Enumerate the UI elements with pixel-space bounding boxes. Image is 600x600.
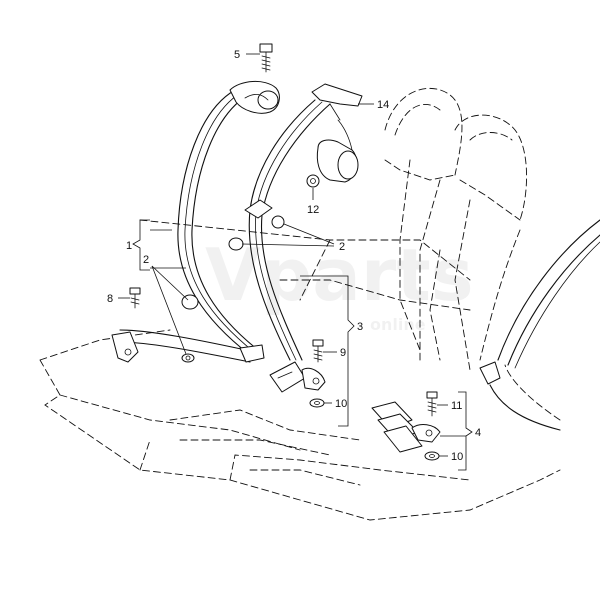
bolt-9 bbox=[312, 339, 324, 363]
buckle-assembly bbox=[371, 401, 441, 453]
callout-11: 11 bbox=[451, 400, 462, 412]
front-belt-webbing bbox=[111, 81, 280, 363]
rear-belt-webbing bbox=[244, 83, 363, 393]
callout-10-upper: 10 bbox=[335, 398, 347, 410]
callout-3: 3 bbox=[357, 321, 363, 333]
callout-labels: 5 14 12 1 2 2 8 3 9 10 11 4 10 bbox=[107, 49, 481, 463]
washer-10-lower bbox=[424, 451, 440, 461]
right-belt-assembly bbox=[479, 219, 600, 431]
washer-10-upper bbox=[309, 398, 325, 408]
callout-12: 12 bbox=[307, 204, 319, 216]
callout-4: 4 bbox=[475, 427, 481, 439]
nut-12 bbox=[306, 174, 320, 188]
bolt-5 bbox=[259, 43, 273, 73]
bolt-11 bbox=[426, 391, 438, 417]
callout-8: 8 bbox=[107, 293, 113, 305]
callout-9: 9 bbox=[340, 347, 346, 359]
callout-14: 14 bbox=[377, 99, 389, 111]
callout-5: 5 bbox=[234, 49, 240, 61]
callout-1: 1 bbox=[126, 240, 132, 252]
callout-10-lower: 10 bbox=[451, 451, 463, 463]
svg-text:online: online bbox=[370, 315, 426, 334]
callout-2-right: 2 bbox=[339, 241, 345, 253]
seat-outline bbox=[39, 87, 561, 521]
callout-2-left: 2 bbox=[143, 254, 149, 266]
bolt-8 bbox=[129, 287, 141, 309]
leader-lines bbox=[118, 53, 473, 471]
cap-2-upper bbox=[228, 215, 285, 251]
